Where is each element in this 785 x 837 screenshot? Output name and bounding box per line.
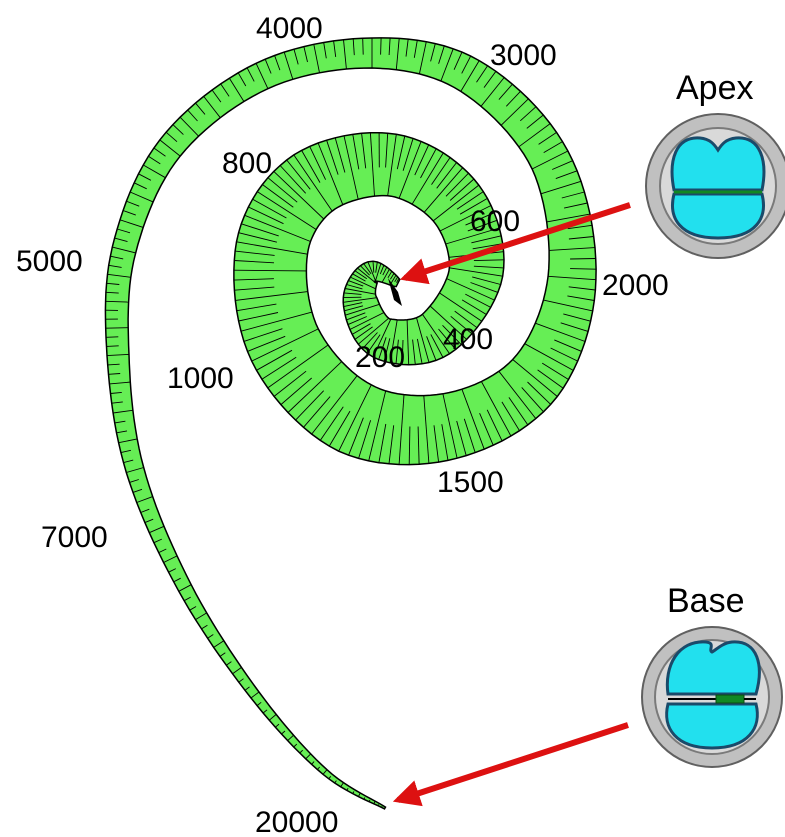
membrane-hatch-tick <box>106 328 129 329</box>
base-label: Base <box>667 582 745 620</box>
membrane-hatch-tick <box>107 346 119 347</box>
frequency-label-7000: 7000 <box>41 521 108 554</box>
membrane-hatch-tick <box>570 259 596 260</box>
membrane-hatch-tick <box>106 337 118 338</box>
frequency-label-600: 600 <box>470 205 520 238</box>
frequency-label-4000: 4000 <box>256 12 323 45</box>
membrane-hatch-tick <box>378 804 379 805</box>
frequency-label-800: 800 <box>222 147 272 180</box>
apex-cross-section-icon <box>646 114 785 258</box>
frequency-label-1500: 1500 <box>437 466 504 499</box>
frequency-label-200: 200 <box>355 341 405 374</box>
membrane-hatch-tick <box>382 806 383 807</box>
frequency-label-1000: 1000 <box>167 362 234 395</box>
apex-label: Apex <box>676 69 754 107</box>
membrane-hatch-tick <box>570 269 596 270</box>
membrane-hatch-tick <box>381 38 382 55</box>
basilar-membrane-spiral <box>105 38 596 809</box>
base-pointer-arrow <box>398 725 628 800</box>
frequency-label-400: 400 <box>443 323 493 356</box>
membrane-hatch-tick <box>363 38 364 54</box>
frequency-label-5000: 5000 <box>16 245 83 278</box>
base-cross-section-icon <box>642 627 782 767</box>
frequency-label-3000: 3000 <box>490 39 557 72</box>
frequency-label-20000: 20000 <box>255 806 338 837</box>
basilar-membrane-band <box>105 38 596 809</box>
frequency-label-2000: 2000 <box>602 269 669 302</box>
